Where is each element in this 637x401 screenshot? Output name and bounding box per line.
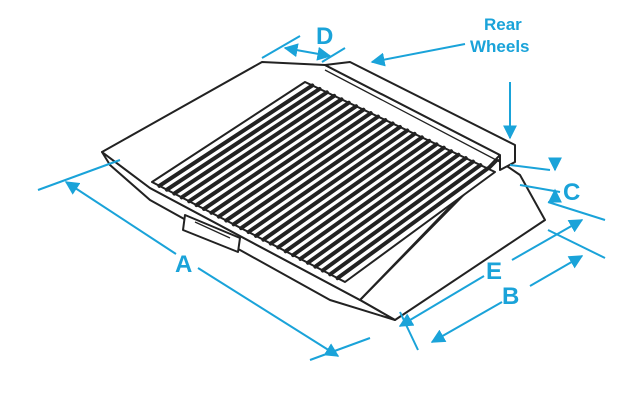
grate-slat [239, 121, 395, 231]
label-c: C [563, 179, 580, 206]
label-a: A [175, 251, 192, 278]
grate-slat [224, 114, 381, 223]
rear-wheel-housing [324, 61, 516, 171]
grate-slat [172, 90, 329, 196]
dim-b-line-left [430, 301, 503, 343]
ramp-body [101, 61, 546, 321]
grate-slat [179, 93, 337, 200]
label-d: D [316, 23, 333, 50]
grate-slat [305, 152, 461, 265]
dim-e-extension-right [547, 201, 606, 221]
handle-grip [194, 221, 231, 239]
grate-slat [268, 135, 424, 246]
dim-d-line [283, 43, 332, 61]
grate-slat [157, 83, 315, 188]
grate-slat [209, 107, 366, 215]
dimension-lines [37, 35, 606, 361]
grate-slat [246, 125, 402, 234]
grate-slat [298, 149, 454, 261]
front-handle [182, 214, 241, 253]
dim-e-line-right [511, 219, 584, 261]
grate-slat [276, 138, 432, 250]
rear-wheels-leader-left [370, 43, 466, 67]
grate-slat [194, 100, 351, 208]
dim-d-extension-left [261, 35, 301, 59]
grate-slat [187, 97, 344, 204]
grate-slat [164, 86, 322, 192]
housing-edge [324, 69, 501, 163]
dim-a-extension-left [37, 159, 121, 191]
grate-slat [335, 166, 490, 281]
grate-slat [291, 145, 446, 258]
label-rear-wheels-line1: Rear [484, 15, 522, 34]
dim-c-extension-top [509, 164, 551, 171]
dim-b-line-right [529, 255, 584, 287]
dim-a-extension-right [309, 337, 371, 361]
grate-slat [313, 156, 468, 269]
grate-slat [261, 131, 417, 242]
dim-a-line-right [197, 267, 340, 357]
dim-a-line-left [64, 181, 177, 255]
grate-slat [253, 128, 410, 238]
label-e: E [486, 258, 502, 285]
grate-slat [328, 163, 483, 277]
grate-slats [157, 83, 490, 281]
dim-e-line-left [398, 275, 485, 327]
label-rear-wheels-line2: Wheels [470, 37, 530, 56]
grate-slat [283, 142, 439, 254]
grate-slat [320, 159, 476, 273]
grate-slat [231, 118, 388, 227]
grate-slat [216, 111, 373, 219]
grate-slat [201, 104, 359, 211]
label-b: B [502, 283, 519, 310]
